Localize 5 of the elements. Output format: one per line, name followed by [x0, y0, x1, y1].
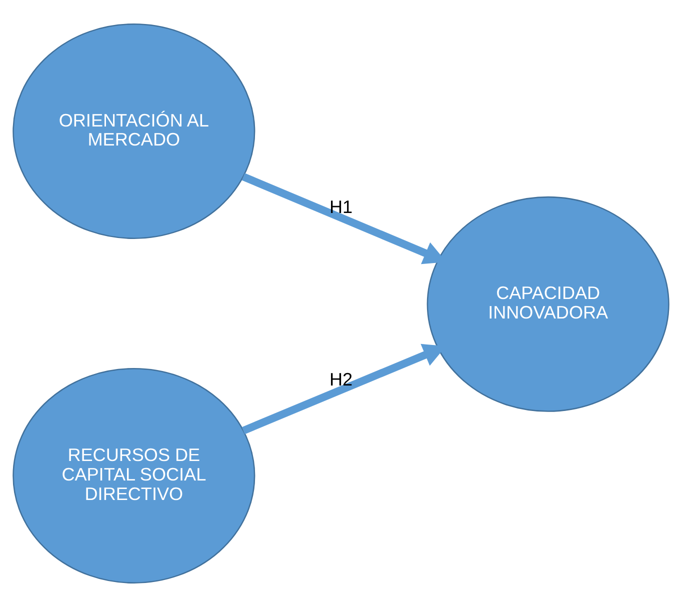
node-ellipse: CAPACIDAD INNOVADORA	[426, 196, 670, 412]
edge-label: H2	[329, 369, 353, 390]
edge-label: H1	[329, 196, 353, 216]
node-ellipse: ORIENTACIÓN AL MERCADO	[12, 23, 256, 238]
node-ellipse: RECURSOS DE CAPITAL SOCIAL DIRECTIVO	[12, 368, 256, 583]
